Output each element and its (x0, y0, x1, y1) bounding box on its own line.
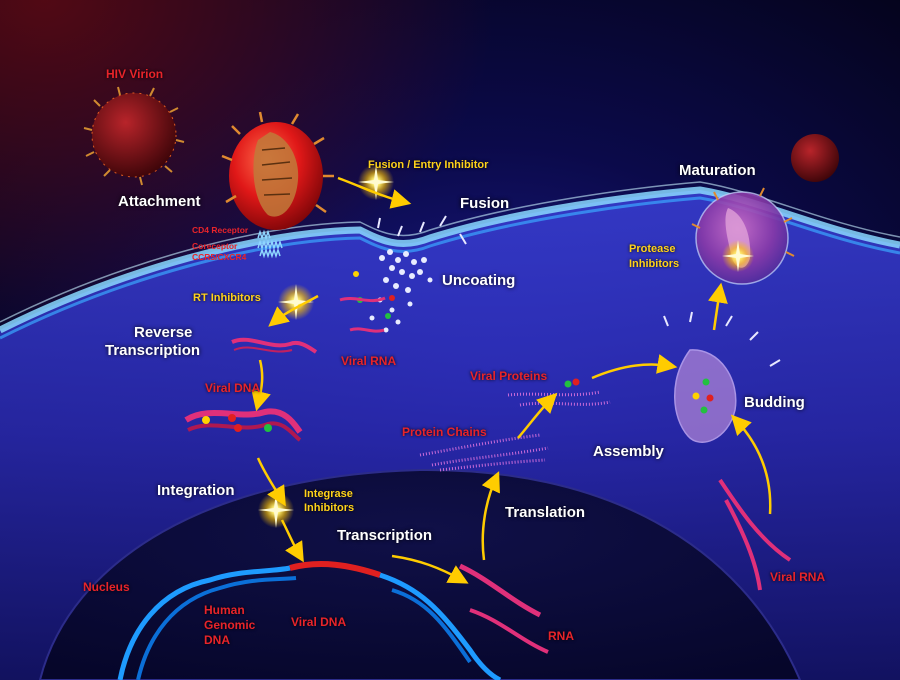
label-transcription: Transcription (337, 527, 433, 544)
protein-chains (419, 433, 549, 472)
label-protease-2: Inhibitors (629, 258, 680, 270)
hiv-virion-icon (83, 86, 185, 186)
cd4-receptor-icon (257, 229, 283, 259)
label-integrase-2: Inhibitors (304, 502, 355, 514)
label-reverse: Reverse (134, 324, 193, 341)
label-human-genomic-dna-1: Human (204, 603, 245, 617)
label-cd4-receptor: CD4 Receptor (192, 225, 249, 235)
label-transcription-rt: Transcription (105, 342, 201, 359)
label-ccr5-cxcr4: CCR5/CXCR4 (192, 252, 247, 262)
label-protein-chains: Protein Chains (402, 425, 487, 439)
viral-dna-complex (184, 408, 303, 442)
label-uncoating: Uncoating (442, 272, 516, 289)
rt-rna-strand (231, 337, 318, 354)
label-integrase-1: Integrase (304, 488, 353, 500)
label-translation: Translation (505, 504, 586, 521)
label-rna: RNA (548, 629, 574, 643)
attaching-virion-icon (221, 111, 334, 230)
label-maturation: Maturation (679, 162, 756, 179)
label-attachment: Attachment (118, 193, 201, 210)
process-arrows (251, 176, 772, 584)
label-protease-1: Protease (629, 243, 676, 255)
label-viral-rna-uncoating: Viral RNA (341, 354, 397, 368)
label-integration: Integration (157, 482, 235, 499)
label-nucleus: Nucleus (83, 580, 130, 594)
label-fusion: Fusion (460, 195, 510, 212)
label-budding: Budding (744, 394, 805, 411)
label-viral-dna-rt: Viral DNA (205, 381, 261, 395)
free-virion-icon (791, 134, 839, 182)
label-hiv-virion: HIV Virion (106, 67, 164, 81)
label-viral-rna-budding: Viral RNA (770, 570, 826, 584)
viral-proteins (507, 378, 611, 407)
label-rt-inhibitors: RT Inhibitors (193, 292, 261, 304)
label-assembly: Assembly (593, 443, 664, 460)
dna-helix-icon (117, 561, 502, 680)
mrna-strand (458, 563, 542, 618)
nucleus-body (38, 468, 802, 680)
viral-rna-strands (718, 478, 792, 591)
label-human-genomic-dna-2: Genomic (204, 618, 256, 632)
fusion-spikes (377, 215, 467, 245)
label-human-genomic-dna-3: DNA (204, 633, 230, 647)
label-viral-proteins: Viral Proteins (470, 369, 548, 383)
assembling-virion-icon (674, 349, 737, 443)
label-coreceptor: Coreceptor (192, 241, 238, 251)
label-viral-dna-nucleus: Viral DNA (291, 615, 347, 629)
label-fusion-entry-inhibitor: Fusion / Entry Inhibitor (368, 159, 489, 171)
